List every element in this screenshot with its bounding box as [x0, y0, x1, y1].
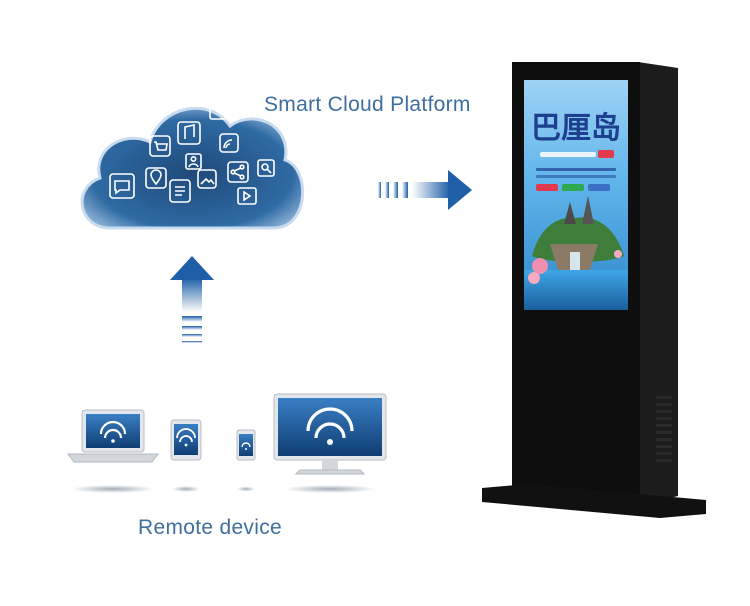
user-icon	[185, 153, 202, 170]
remote-devices	[67, 393, 387, 493]
chat-icon	[109, 173, 135, 199]
image-icon	[197, 169, 217, 189]
poster-title: 巴厘岛	[531, 111, 621, 146]
laptop-icon	[67, 409, 159, 493]
remote-device-label: Remote device	[138, 516, 282, 539]
search-icon	[257, 159, 275, 177]
phone-icon	[236, 429, 256, 492]
share-icon	[227, 161, 249, 183]
monitor-icon	[273, 393, 387, 493]
cloud-graphic	[80, 103, 305, 230]
location-icon	[145, 167, 167, 189]
digital-signage-kiosk: 巴厘岛	[482, 62, 706, 518]
cart-icon	[149, 135, 171, 157]
cloud-platform-label: Smart Cloud Platform	[264, 93, 471, 116]
arrow-right-icon	[378, 170, 472, 210]
video-icon	[237, 187, 257, 205]
music-icon	[177, 121, 201, 145]
tablet-icon	[170, 419, 202, 492]
wifi-icon	[219, 133, 239, 153]
document-icon	[169, 179, 191, 203]
calendar-icon	[209, 103, 227, 120]
arrow-up-icon	[170, 256, 214, 343]
